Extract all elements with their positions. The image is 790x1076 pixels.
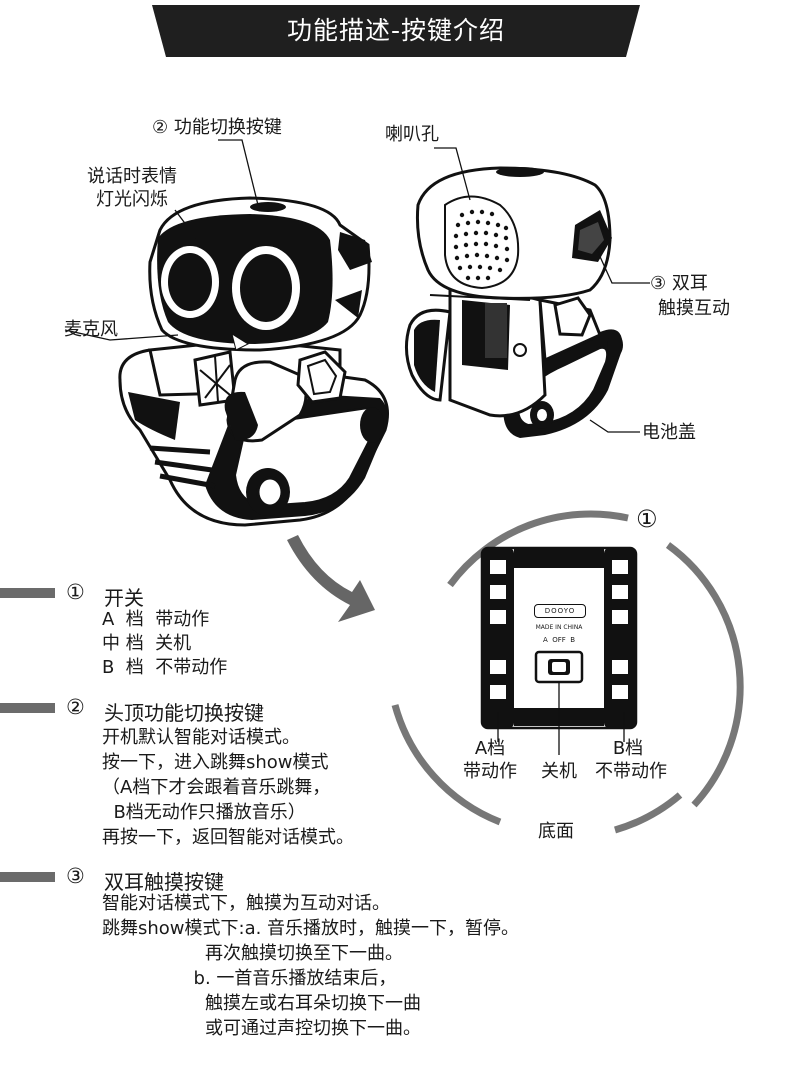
section-2-line-5: 再按一下，返回智能对话模式。 — [102, 827, 354, 848]
section-3-line-3: 再次触摸切换至下一曲。 — [102, 943, 403, 964]
section-2-title: 头顶功能切换按键 — [104, 701, 264, 725]
section-3-line-2: 跳舞show模式下:a. 音乐播放时，触摸一下，暂停。 — [102, 918, 520, 939]
section-3-line-1: 智能对话模式下，触摸为互动对话。 — [102, 893, 390, 914]
callout-lines — [64, 139, 650, 433]
back-robot-drawing — [405, 166, 623, 438]
curved-arrow — [287, 535, 375, 622]
section-3-line-5: 触摸左或右耳朵切换下一曲 — [102, 993, 421, 1014]
ears-callout-line2: 触摸互动 — [658, 298, 730, 319]
b-position-label: B档 — [612, 738, 644, 759]
a-position-desc: 带动作 — [463, 761, 517, 782]
section-3-number: ③ — [66, 864, 85, 888]
section-2-number: ② — [66, 695, 85, 719]
section-1-line-3: B 档 不带动作 — [102, 657, 228, 678]
a-position-label: A档 — [474, 738, 506, 759]
section-3-line-6: 或可通过声控切换下一曲。 — [102, 1018, 421, 1039]
bottom-view-caption: 底面 — [538, 821, 574, 842]
section-3-title: 双耳触摸按键 — [104, 870, 224, 894]
section-1-number: ① — [66, 580, 85, 604]
ears-callout-line1: ③ 双耳 — [650, 273, 708, 294]
banner-shape — [152, 5, 640, 57]
bottom-view-drawing — [391, 510, 744, 834]
section-1-title: 开关 — [104, 586, 144, 610]
section-3-bar — [0, 872, 55, 882]
face-callout-line1: 说话时表情 — [87, 166, 177, 187]
section-1-bar — [0, 588, 55, 598]
switch-marks: A OFF B — [542, 636, 576, 644]
section-1-line-1: A 档 带动作 — [102, 609, 210, 630]
speaker-callout: 喇叭孔 — [385, 124, 439, 145]
mic-callout: 麦克风 — [64, 319, 118, 340]
b-position-desc: 不带动作 — [595, 761, 667, 782]
section-1-line-2: 中 档 关机 — [102, 633, 192, 654]
section-2-line-3: （A档下才会跟着音乐跳舞， — [102, 777, 331, 798]
battery-callout: 电池盖 — [642, 422, 696, 443]
title-banner: 功能描述-按键介绍 — [152, 5, 640, 57]
section-2-line-4: B档无动作只播放音乐） — [102, 802, 306, 823]
brand-logo: DOOYO — [534, 604, 586, 618]
off-position-label: 关机 — [541, 761, 577, 782]
section-2-line-1: 开机默认智能对话模式。 — [102, 727, 300, 748]
bottom-view-marker: ① — [636, 505, 658, 533]
face-callout-line2: 灯光闪烁 — [96, 189, 168, 210]
section-2-bar — [0, 703, 55, 713]
front-robot-drawing — [118, 196, 389, 527]
button-callout: ② 功能切换按键 — [152, 117, 282, 138]
section-3-line-4: b. 一首音乐播放结束后， — [102, 968, 397, 989]
section-2-line-2: 按一下，进入跳舞show模式 — [102, 752, 329, 773]
speaker-holes — [453, 209, 510, 281]
made-in-text: MADE IN CHINA — [535, 624, 583, 631]
page-title: 功能描述-按键介绍 — [286, 16, 506, 45]
